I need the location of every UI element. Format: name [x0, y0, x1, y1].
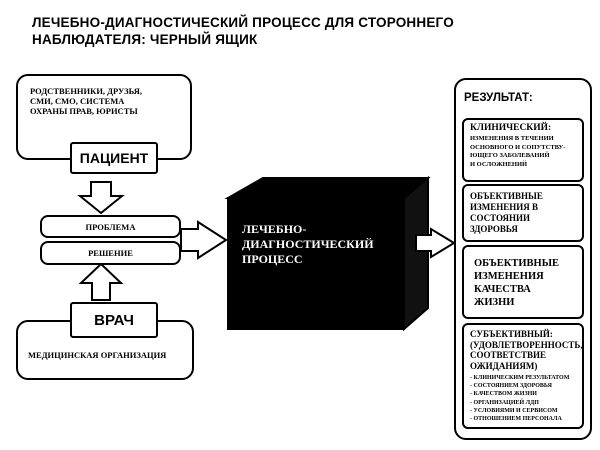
problem-box: ПРОБЛЕМА — [40, 215, 181, 238]
arrow-patient-to-problem — [77, 181, 125, 215]
arrow-to-process — [180, 220, 228, 260]
objective-quality-line-3: КАЧЕСТВА — [474, 284, 531, 295]
result-objective-health-box: ОБЪЕКТИВНЫЕ ИЗМЕНЕНИЯ В СОСТОЯНИИ ЗДОРОВ… — [462, 184, 584, 242]
patient-context-text: РОДСТВЕННИКИ, ДРУЗЬЯ, СМИ, СМО, СИСТЕМА … — [30, 86, 142, 116]
objective-quality-line-1: ОБЪЕКТИВНЫЕ — [474, 258, 560, 269]
result-subjective-box: СУБЪЕКТИВНЫЙ: (УДОВЛЕТВОРЕННОСТЬ, СООТВЕ… — [462, 323, 584, 429]
subjective-line-1: (УДОВЛЕТВОРЕННОСТЬ, — [470, 339, 583, 350]
patient-context-line-2: СМИ, СМО, СИСТЕМА — [30, 96, 125, 106]
subjective-item: - ОРГАНИЗАЦИЕЙ ЛДП — [470, 399, 539, 406]
objective-health-text: ОБЪЕКТИВНЫЕ ИЗМЕНЕНИЯ В СОСТОЯНИИ ЗДОРОВ… — [470, 191, 543, 235]
clinical-line-2: ОСНОВНОГО И СОПУТСТВУ- — [470, 143, 566, 151]
subjective-item: - УСЛОВИЯМИ И СЕРВИСОМ — [470, 407, 558, 414]
doctor-label: ВРАЧ — [94, 311, 134, 329]
title-line-1: ЛЕЧЕБНО-ДИАГНОСТИЧЕСКИЙ ПРОЦЕСС ДЛЯ СТОР… — [32, 15, 454, 30]
subjective-line-3: ОЖИДАНИЯМ) — [470, 360, 538, 371]
process-line-3: ПРОЦЕСС — [242, 252, 303, 266]
objective-health-line-2: ИЗМЕНЕНИЯ В — [470, 202, 539, 212]
result-clinical-box: КЛИНИЧЕСКИЙ: ИЗМЕНЕНИЯ В ТЕЧЕНИИ ОСНОВНО… — [462, 118, 584, 182]
doctor-org-label: МЕДИЦИНСКАЯ ОРГАНИЗАЦИЯ — [28, 350, 167, 360]
solution-label: РЕШЕНИЕ — [88, 248, 133, 258]
result-container: РЕЗУЛЬТАТ: КЛИНИЧЕСКИЙ: ИЗМЕНЕНИЯ В ТЕЧЕ… — [454, 78, 592, 440]
subjective-title: СУБЪЕКТИВНЫЙ: — [470, 329, 553, 339]
patient-context-line-3: ОХРАНЫ ПРАВ, ЮРИСТЫ — [30, 106, 138, 116]
objective-quality-line-4: ЖИЗНИ — [474, 297, 515, 308]
objective-health-line-1: ОБЪЕКТИВНЫЕ — [470, 191, 543, 201]
process-line-2: ДИАГНОСТИЧЕСКИЙ — [242, 237, 374, 251]
subjective-item: - ОТНОШЕНИЕМ ПЕРСОНАЛА — [470, 416, 562, 423]
subjective-item: - СОСТОЯНИЕМ ЗДОРОВЬЯ — [470, 383, 552, 390]
clinical-description: ИЗМЕНЕНИЯ В ТЕЧЕНИИ ОСНОВНОГО И СОПУТСТВ… — [470, 135, 565, 169]
black-box-top — [224, 177, 431, 199]
patient-context-line-1: РОДСТВЕННИКИ, ДРУЗЬЯ, — [30, 86, 143, 96]
clinical-line-3: ЮЩЕГО ЗАБОЛЕВАНИЙ — [470, 152, 550, 159]
result-heading: РЕЗУЛЬТАТ: — [464, 92, 533, 104]
objective-health-line-3: СОСТОЯНИИ — [470, 213, 531, 223]
arrow-to-result — [415, 227, 456, 259]
clinical-line-1: ИЗМЕНЕНИЯ В ТЕЧЕНИИ — [470, 135, 554, 142]
black-box-front — [227, 197, 405, 330]
arrow-doctor-to-solution — [78, 262, 124, 301]
solution-box: РЕШЕНИЕ — [40, 241, 181, 265]
result-objective-quality-box: ОБЪЕКТИВНЫЕ ИЗМЕНЕНИЯ КАЧЕСТВА ЖИЗНИ — [462, 245, 584, 319]
patient-label: ПАЦИЕНТ — [79, 150, 149, 166]
subjective-item: - КАЧЕСТВОМ ЖИЗНИ — [470, 391, 537, 398]
process-label: ЛЕЧЕБНО- ДИАГНОСТИЧЕСКИЙ ПРОЦЕСС — [242, 222, 412, 267]
objective-quality-line-2: ИЗМЕНЕНИЯ — [474, 271, 544, 282]
diagram-title: ЛЕЧЕБНО-ДИАГНОСТИЧЕСКИЙ ПРОЦЕСС ДЛЯ СТОР… — [32, 14, 552, 48]
clinical-title: КЛИНИЧЕСКИЙ: — [470, 123, 552, 133]
objective-health-line-4: ЗДОРОВЬЯ — [470, 224, 518, 234]
process-line-1: ЛЕЧЕБНО- — [242, 222, 307, 236]
subjective-list: - КЛИНИЧЕСКИМ РЕЗУЛЬТАТОМ - СОСТОЯНИЕМ З… — [470, 374, 569, 423]
objective-quality-text: ОБЪЕКТИВНЫЕ ИЗМЕНЕНИЯ КАЧЕСТВА ЖИЗНИ — [474, 257, 559, 309]
patient-box: ПАЦИЕНТ — [70, 142, 158, 174]
clinical-line-4: И ОСЛОЖНЕНИЙ — [470, 160, 528, 168]
doctor-box: ВРАЧ — [70, 302, 158, 338]
subjective-header: СУБЪЕКТИВНЫЙ: (УДОВЛЕТВОРЕННОСТЬ, СООТВЕ… — [470, 329, 583, 371]
subjective-line-2: СООТВЕТСТВИЕ — [470, 350, 547, 360]
subjective-item: - КЛИНИЧЕСКИМ РЕЗУЛЬТАТОМ — [470, 375, 570, 381]
problem-label: ПРОБЛЕМА — [85, 221, 136, 232]
title-line-2: НАБЛЮДАТЕЛЯ: ЧЕРНЫЙ ЯЩИК — [32, 32, 258, 47]
